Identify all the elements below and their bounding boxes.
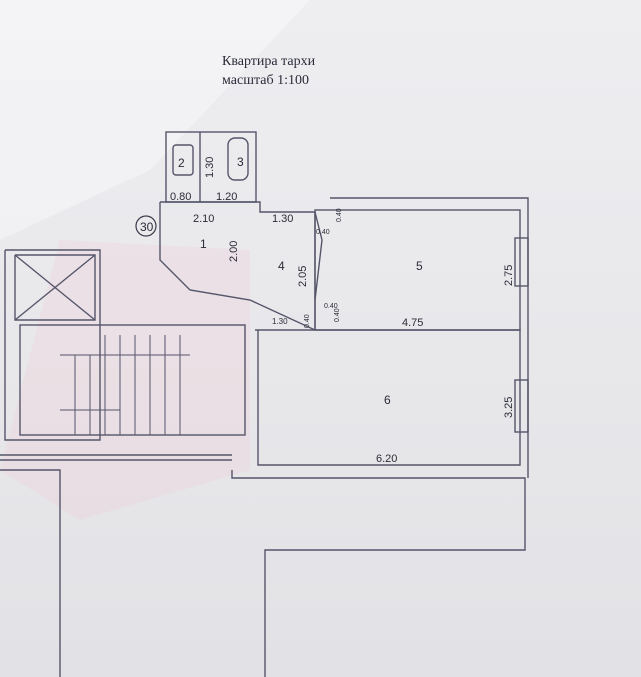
dim-040-b: 0.40	[336, 208, 343, 222]
dim-130-small: 1.30	[272, 317, 288, 326]
stair-block	[4, 249, 101, 441]
dim-040-e: 0.40	[304, 314, 311, 328]
dim-620: 6.20	[376, 453, 397, 465]
toilet-fixture	[172, 144, 194, 176]
dim-200: 2.00	[228, 241, 240, 262]
plan-scale: масштаб 1:100	[222, 73, 309, 88]
dim-210: 2.10	[193, 213, 214, 225]
room-1-number: 1	[200, 237, 207, 251]
apartment-number-circle	[135, 215, 157, 237]
window-room5	[514, 237, 529, 287]
dim-275: 2.75	[503, 265, 515, 286]
stair-treads	[60, 335, 190, 435]
apartment-number: 30	[140, 220, 154, 234]
plan-title: Квартира тархи	[222, 54, 316, 69]
room-5-number: 5	[416, 259, 423, 273]
dim-130-hall: 1.30	[272, 213, 293, 225]
stair-hall	[19, 324, 246, 436]
dim-475: 4.75	[402, 317, 423, 329]
lower-left-wall	[0, 469, 61, 677]
outer-wall-right	[330, 197, 529, 330]
room4-wall	[314, 211, 323, 301]
dim-040-a: 0.40	[316, 229, 330, 236]
bathtub-fixture	[227, 137, 249, 181]
balcony-outline	[231, 470, 526, 677]
dim-130-bath: 1.30	[204, 157, 216, 178]
room-4-number: 4	[278, 259, 285, 273]
window-room6	[514, 379, 529, 433]
dim-080: 0.80	[170, 191, 191, 203]
hall-lower-wall	[159, 202, 316, 331]
dim-040-c: 0.40	[324, 303, 338, 310]
room-6-number: 6	[384, 393, 391, 407]
dim-205: 2.05	[297, 266, 309, 287]
room-6-walls	[255, 329, 521, 466]
dim-040-d: 0.40	[334, 308, 341, 322]
elevator-cross-b	[14, 254, 96, 321]
room-3-number: 3	[237, 155, 244, 169]
dim-325: 3.25	[503, 397, 515, 418]
room-2-number: 2	[178, 156, 185, 170]
dim-120: 1.20	[216, 191, 237, 203]
